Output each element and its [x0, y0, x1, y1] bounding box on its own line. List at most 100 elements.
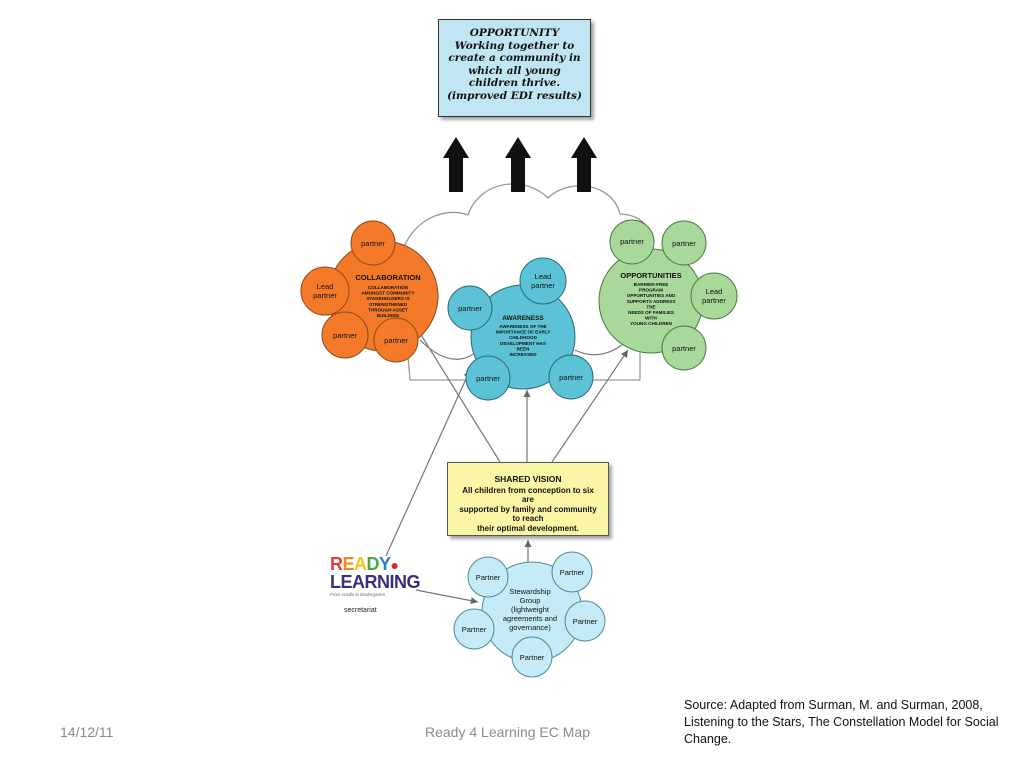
col-desc-line: BUILDING [377, 313, 400, 318]
arrow-vision-to-opportunities [551, 349, 629, 463]
collaboration-partner-2-label: partner [333, 331, 357, 340]
line-vision-to-collaboration [417, 329, 501, 463]
stewardship-partner-3-label: Partner [462, 625, 487, 634]
collaboration-partner-1-label: partner [361, 239, 385, 248]
awareness-partner-2-label: partner [476, 374, 500, 383]
up-arrow-right [571, 137, 597, 192]
logo-learning-text: LEARNING [330, 572, 421, 592]
logo-ready-text: READY● [330, 554, 399, 574]
opportunities-partner-1-label: partner [620, 237, 644, 246]
up-arrow-left [443, 137, 469, 192]
opportunity-line-6: (improved EDI results) [447, 89, 582, 102]
opportunity-line-3: create a community in [448, 52, 581, 64]
opportunity-line-1: OPPORTUNITY [469, 27, 560, 39]
shared-vision-line-2: are [521, 495, 534, 504]
collaboration-partner-1 [350, 220, 396, 266]
stewardship-partner-1-label: Partner [476, 573, 501, 582]
awareness-partner-1 [447, 285, 493, 331]
awareness-partner-1-label: partner [458, 304, 482, 313]
stewardship-partner-3 [453, 608, 495, 650]
secretariat-label: secretariat [344, 607, 377, 614]
collaboration-partner-3 [373, 317, 419, 363]
op-desc-line: WITH [645, 316, 657, 321]
stewardship-partner-2 [551, 551, 593, 593]
footer-date: 14/12/11 [60, 724, 114, 740]
col-desc-line: COLLABORATION [368, 285, 409, 290]
up-arrow-center [505, 137, 531, 192]
stewardship-partner-5 [511, 636, 553, 678]
stewardship-cluster [453, 551, 606, 678]
source-citation: Source: Adapted from Surman, M. and Surm… [684, 698, 999, 746]
opportunity-line-4: which all young [468, 64, 561, 77]
st-desc-line: governance) [509, 623, 551, 632]
stewardship-partner-2-label: Partner [560, 568, 585, 577]
up-arrows [443, 137, 597, 192]
shared-vision-line-4: to reach [512, 514, 544, 523]
st-desc-line: Stewardship [509, 587, 550, 596]
opportunities-partner-2-label: partner [672, 239, 696, 248]
st-desc-line: agreements and [503, 614, 557, 623]
awareness-partner-3-label: partner [559, 373, 583, 382]
shared-vision-box: SHARED VISION All children from concepti… [447, 462, 609, 536]
opportunity-box: OPPORTUNITY Working together to create a… [438, 19, 591, 117]
col-desc-line: AMONGST COMMUNITY [361, 291, 414, 296]
col-desc-line: STAKEHOLDERS IS [366, 296, 409, 301]
col-desc-line: THROUGH ASSET [368, 307, 408, 312]
opportunities-partner-3 [661, 325, 707, 371]
op-desc-line: OPPORTUNITIES AND [627, 293, 676, 298]
shared-vision-title: SHARED VISION [494, 474, 562, 484]
aw-desc-line: INCREASED [509, 352, 537, 357]
opportunity-line-2: Working together to [454, 39, 575, 52]
aw-desc-line: AWARENESS OF THE [499, 324, 546, 329]
op-desc-line: BARRIER-FREE [634, 282, 669, 287]
collaboration-partner-3-label: partner [384, 336, 408, 345]
aw-desc-line: BEEN [517, 346, 530, 351]
awareness-lead-partner [519, 257, 567, 305]
stewardship-partner-4-label: Partner [573, 617, 598, 626]
collaboration-title: COLLABORATION [355, 273, 420, 282]
opportunities-title: OPPORTUNITIES [620, 271, 681, 280]
opportunities-partner-1 [609, 219, 655, 265]
stewardship-partner-4 [564, 600, 606, 642]
collaboration-lead-partner [300, 266, 350, 316]
st-desc-line: Group [520, 596, 541, 605]
footer-title: Ready 4 Learning EC Map [425, 724, 590, 740]
ready-learning-logo: READY● LEARNING From cradle to kindergar… [330, 554, 421, 614]
stewardship-partner-5-label: Partner [520, 653, 545, 662]
op-desc-line: SUPPORTS ADDRESS [627, 299, 676, 304]
op-desc-line: THE [646, 304, 655, 309]
awareness-cluster [447, 257, 594, 401]
stewardship-partner-1 [467, 556, 509, 598]
op-desc-line: NEEDS OF FAMILIES [628, 310, 674, 315]
opportunities-lead-partner [690, 272, 738, 320]
opportunities-partner-2 [661, 220, 707, 266]
awareness-partner-2 [465, 355, 511, 401]
opportunity-line-5: children thrive. [468, 77, 561, 89]
op-desc-line: PROGRAM [639, 288, 663, 293]
arrow-secretariat-to-stewardship [415, 589, 479, 605]
logo-tagline: From cradle to kindergarten [330, 592, 386, 597]
opportunities-partner-3-label: partner [672, 344, 696, 353]
awareness-partner-3 [548, 354, 594, 400]
st-desc-line: (lightweight [511, 605, 550, 614]
aw-desc-line: IMPORTANCE OF EARLY [496, 330, 551, 335]
shared-vision-line-3: supported by family and community [459, 504, 597, 514]
aw-desc-line: CHILDHOOD [509, 335, 537, 340]
collaboration-partner-2 [321, 311, 369, 359]
shared-vision-line-1: All children from conception to six [462, 485, 594, 495]
connector-lines [385, 329, 629, 605]
shared-vision-line-5: their optimal development. [477, 523, 579, 533]
arrow-logo-to-awareness [385, 369, 471, 557]
link-collaboration-awareness [419, 339, 479, 360]
link-awareness-opportunities [574, 344, 623, 356]
op-desc-line: YOUNG CHILDREN [630, 321, 673, 326]
collaboration-cluster [300, 220, 439, 363]
